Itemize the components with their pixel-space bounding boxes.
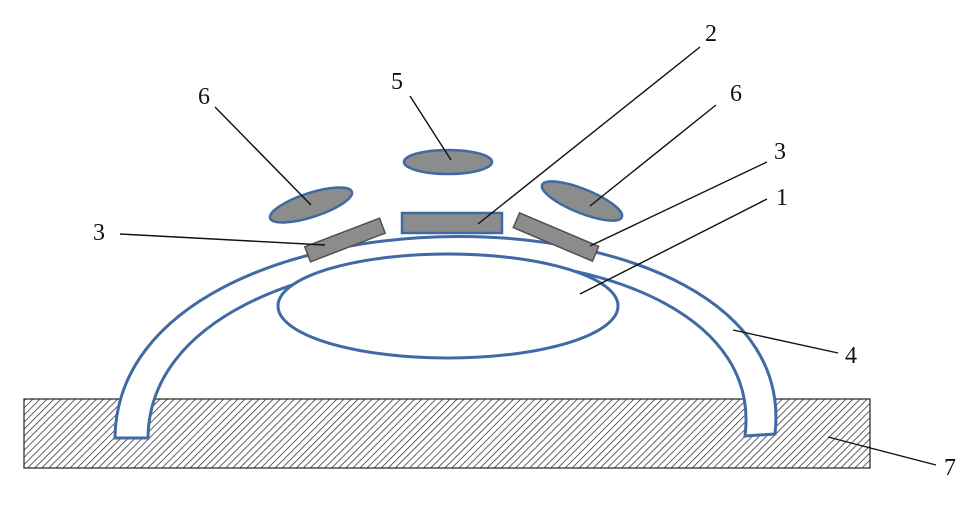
leader-line-5 <box>409 95 452 161</box>
callout-label-1: 1 <box>776 185 788 211</box>
leader-line-3-left <box>119 233 326 246</box>
leader-line-3-right <box>589 161 768 247</box>
side-element-right <box>540 180 624 222</box>
callout-label-7: 7 <box>944 455 956 481</box>
tilted-plate-left <box>303 217 387 263</box>
callout-label-2: 2 <box>705 21 717 47</box>
center-plate <box>400 211 504 235</box>
callout-label-3-right: 3 <box>774 139 786 165</box>
leader-line-2 <box>477 46 701 225</box>
leader-line-6-left <box>214 106 312 206</box>
top-center-element <box>402 148 494 176</box>
leader-line-6-right <box>589 104 717 207</box>
callout-label-5: 5 <box>391 69 403 95</box>
leader-line-7 <box>827 436 937 466</box>
leader-line-1 <box>579 198 768 295</box>
leader-line-4 <box>732 329 839 354</box>
base-substrate <box>23 398 871 469</box>
callout-label-4: 4 <box>845 343 857 369</box>
inner-core <box>276 252 620 360</box>
callout-label-3-left: 3 <box>93 220 105 246</box>
tilted-plate-right <box>512 211 600 263</box>
callout-label-6-right: 6 <box>730 81 742 107</box>
callout-label-6-left: 6 <box>198 84 210 110</box>
